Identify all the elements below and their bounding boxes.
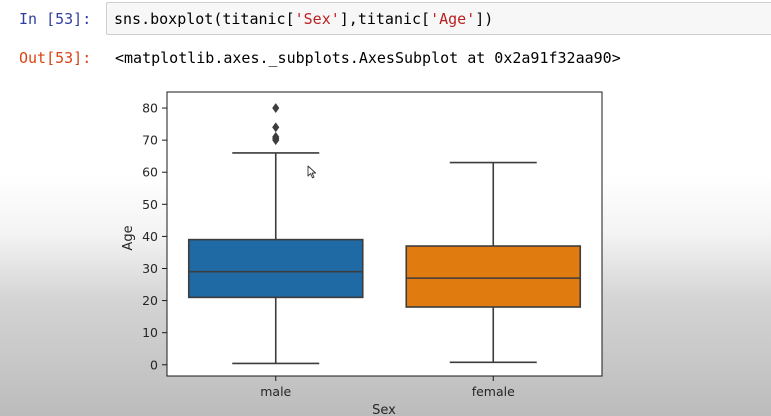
y-tick-label: 10: [142, 325, 158, 340]
y-tick-label: 40: [142, 229, 158, 244]
y-tick-label: 50: [142, 197, 158, 212]
code-suffix: ]): [475, 10, 494, 28]
box-male: [187, 102, 364, 365]
mouse-pointer-icon: [307, 165, 317, 179]
x-tick-label: male: [260, 384, 291, 399]
output-text: <matplotlib.axes._subplots.AxesSubplot a…: [115, 49, 621, 67]
x-tick-label: female: [472, 384, 515, 399]
iqr-box: [187, 238, 364, 299]
box-female: [405, 161, 582, 364]
code-prefix: sns.boxplot(titanic[: [114, 10, 295, 28]
input-cell[interactable]: In [53]: sns.boxplot(titanic['Sex'],tita…: [0, 0, 771, 38]
code-line[interactable]: sns.boxplot(titanic['Sex'],titanic['Age'…: [114, 9, 493, 29]
outlier-point: [272, 102, 280, 114]
x-axis-label: Sex: [372, 403, 396, 416]
y-tick-label: 70: [142, 133, 158, 148]
output-prompt: Out[53]:: [19, 49, 92, 67]
y-tick-label: 0: [150, 357, 158, 372]
code-string-age: 'Age': [430, 10, 476, 28]
y-tick-label: 80: [142, 101, 158, 116]
code-middle: ],titanic[: [339, 10, 431, 28]
input-prompt: In [53]:: [19, 10, 92, 28]
y-axis-label: Age: [121, 225, 136, 250]
outlier-point: [272, 122, 280, 133]
iqr-box: [405, 245, 582, 308]
code-editor[interactable]: sns.boxplot(titanic['Sex'],titanic['Age'…: [106, 2, 771, 35]
y-tick-label: 30: [142, 261, 158, 276]
plot-area: [166, 91, 603, 377]
x-axis: male female: [260, 376, 515, 399]
y-tick-label: 60: [142, 165, 158, 180]
code-string-sex: 'Sex': [294, 10, 340, 28]
y-axis: 0 10 20 30 40 50 60 70 80: [142, 101, 167, 372]
y-tick-label: 20: [142, 293, 158, 308]
box-series: [187, 102, 582, 365]
outlier-point: [272, 131, 280, 142]
